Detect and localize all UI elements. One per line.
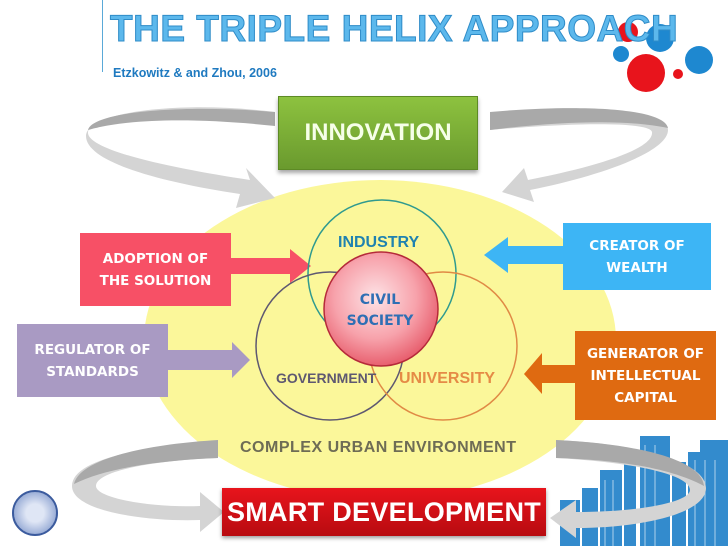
civil-line2: SOCIETY [346,313,414,329]
university-label: UNIVERSITY [399,370,496,387]
industry-label: INDUSTRY [338,234,420,251]
generator-line2: INTELLECTUAL [590,367,701,384]
adoption-line2: THE SOLUTION [99,272,212,289]
generator-arrow [524,353,576,394]
environment-label: COMPLEX URBAN ENVIRONMENT [240,439,517,456]
creator-line1: CREATOR OF [589,237,685,254]
civil-society-circle [323,251,439,367]
regulator-line1: REGULATOR OF [34,341,151,358]
citation: Etzkowitz & and Zhou, 2006 [113,66,277,80]
page-title: THE TRIPLE HELIX APPROACH [109,8,679,50]
smart-development-label: SMART DEVELOPMENT [226,497,542,527]
generator-line1: GENERATOR OF [586,345,705,362]
bubbles-decoration [613,22,713,92]
adoption-arrow [230,249,311,283]
civil-society-label: CIVIL SOCIETY [330,290,430,332]
generator-line3: CAPITAL [614,389,677,406]
government-label: GOVERNMENT [276,370,377,386]
creator-line2: WEALTH [606,259,668,276]
university-seal-icon [12,490,58,536]
regulator-box: REGULATOR OF STANDARDS [17,324,168,397]
adoption-line1: ADOPTION OF [102,250,209,267]
adoption-box: ADOPTION OF THE SOLUTION [80,233,231,306]
innovation-box: INNOVATION [278,96,478,170]
civil-line1: CIVIL [359,292,401,308]
regulator-arrow [168,342,250,378]
title-divider [102,0,103,72]
creator-arrow [484,237,564,273]
creator-box: CREATOR OF WEALTH [563,223,711,290]
regulator-line2: STANDARDS [46,363,139,380]
smart-development-box: SMART DEVELOPMENT [222,488,546,536]
innovation-label: INNOVATION [304,119,452,146]
generator-box: GENERATOR OF INTELLECTUAL CAPITAL [575,331,716,420]
